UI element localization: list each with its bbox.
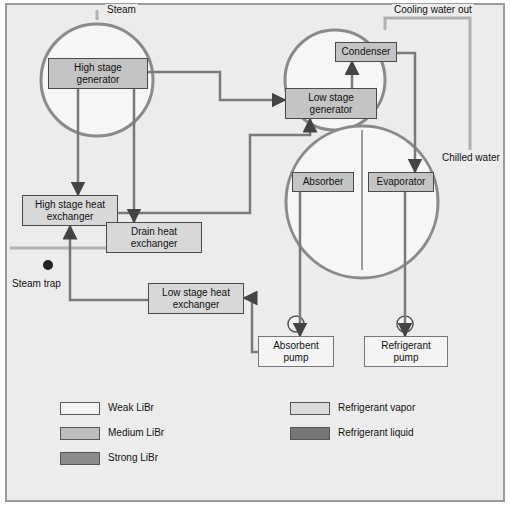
node-text: Low stage generator: [290, 92, 372, 115]
legend-text: Strong LiBr: [108, 452, 158, 463]
pipe-label: Chilled water: [440, 152, 502, 163]
node-text: Condenser: [340, 46, 392, 58]
pipe-connector: [404, 192, 407, 337]
divider: [361, 130, 363, 270]
vessel-box: Low stage generator: [285, 88, 377, 119]
legend-swatch: [60, 452, 100, 465]
legend-swatch: [60, 427, 100, 440]
pipe-connector: [244, 298, 258, 352]
node-text: Refrigerant pump: [369, 340, 443, 363]
pump-symbol: [288, 316, 304, 332]
node-text: High stage heat exchanger: [27, 199, 113, 222]
pipe-connector: [397, 53, 415, 172]
legend-text: Refrigerant vapor: [338, 402, 415, 413]
pipe-connector: [118, 119, 310, 213]
legend-text: Weak LiBr: [108, 402, 154, 413]
pipe-connector: [148, 72, 285, 100]
pump-box: Absorbent pump: [258, 336, 334, 367]
frame: [6, 4, 504, 501]
legend-swatch: [60, 402, 100, 415]
vessel-box: Evaporator: [368, 172, 434, 192]
pipe-connector: [77, 89, 80, 195]
pipe-connector: [133, 89, 136, 222]
node-text: Absorber: [297, 176, 349, 188]
pipe-label: Cooling water out: [392, 4, 474, 15]
heat-exchanger-box: Drain heat exchanger: [106, 222, 202, 253]
pipe-label: Steam: [105, 4, 138, 15]
pipe-label: Steam trap: [10, 278, 63, 289]
heat-exchanger-box: Low stage heat exchanger: [148, 283, 244, 314]
node-text: High stage generator: [53, 62, 143, 85]
node-text: Drain heat exchanger: [111, 226, 197, 249]
generator-shell: [41, 24, 153, 136]
node-text: Absorbent pump: [263, 340, 329, 363]
pipe-connector: [351, 62, 354, 89]
legend-text: Refrigerant liquid: [338, 427, 414, 438]
vessel-box: Condenser: [335, 42, 397, 62]
legend-text: Medium LiBr: [108, 427, 164, 438]
cooling-water-pipe: [385, 18, 470, 150]
vessel-box: High stage generator: [48, 58, 148, 89]
steam-pipe: [96, 10, 99, 20]
node-text: Evaporator: [373, 176, 429, 188]
pump-box: Refrigerant pump: [364, 336, 448, 367]
vessel-box: Absorber: [292, 172, 354, 192]
steam-trap-symbol: [43, 260, 53, 270]
legend-swatch: [290, 427, 330, 440]
pipe-connector: [299, 192, 302, 337]
heat-exchanger-box: High stage heat exchanger: [22, 195, 118, 226]
legend-swatch: [290, 402, 330, 415]
node-text: Low stage heat exchanger: [153, 287, 239, 310]
